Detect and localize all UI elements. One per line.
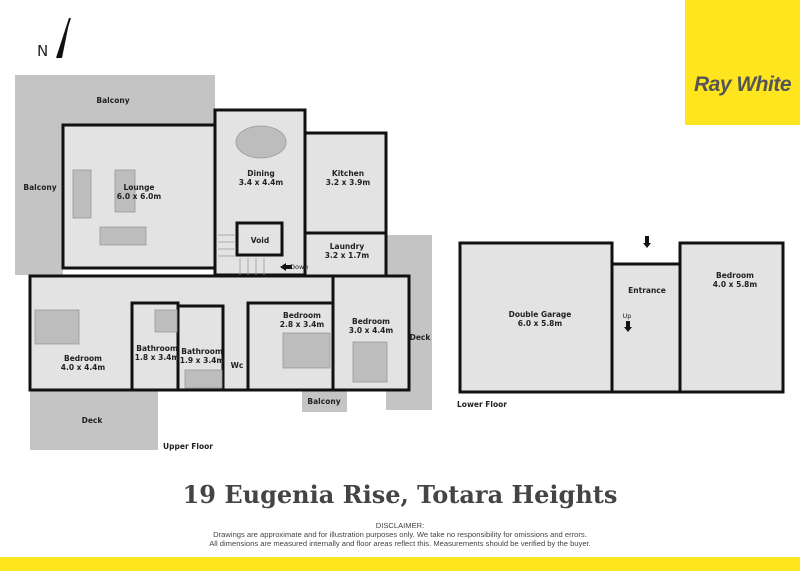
room-label-bedroom: Bedroom — [283, 311, 321, 320]
lower-floor-walls — [458, 241, 785, 394]
room-dim-bedroom: 3.0 x 4.4m — [349, 326, 394, 335]
room-dim-bedroom: 4.0 x 5.8m — [713, 280, 758, 289]
upper-floor-label: Upper Floor — [163, 442, 213, 451]
room-label-bathroom: Bathroom — [181, 347, 223, 356]
room-label-lounge: Lounge — [123, 183, 154, 192]
room-label-balcony: Balcony — [307, 397, 340, 406]
room-label-wc: Wc — [231, 361, 244, 370]
disclaimer-heading: DISCLAIMER: — [375, 521, 425, 530]
north-label: N — [37, 42, 48, 60]
room-dim-double-garage: 6.0 x 5.8m — [518, 319, 563, 328]
ray-white-logo: Ray White — [685, 0, 800, 125]
room-dim-laundry: 3.2 x 1.7m — [325, 251, 370, 260]
room-label-kitchen: Kitchen — [332, 169, 364, 178]
footer-stripe — [0, 557, 800, 571]
disclaimer-line: Drawings are approximate and for illustr… — [213, 530, 587, 539]
room-label-void: Void — [251, 236, 270, 245]
room-label-laundry: Laundry — [330, 242, 365, 251]
room-dim-bathroom: 1.8 x 3.4m — [135, 353, 180, 362]
room-dim-bedroom: 4.0 x 4.4m — [61, 363, 106, 372]
room-dim-lounge: 6.0 x 6.0m — [117, 192, 162, 201]
room-label-entrance: Entrance — [628, 286, 666, 295]
room-label-deck: Deck — [82, 416, 104, 425]
room-label-bedroom: Bedroom — [352, 317, 390, 326]
room-label-balcony: Balcony — [23, 183, 56, 192]
stairs-up-label: Up — [623, 312, 632, 320]
upper-floor-walls — [28, 108, 411, 392]
lower-floor-label: Lower Floor — [457, 400, 507, 409]
compass-icon: N — [37, 17, 71, 60]
room-dim-bedroom: 2.8 x 3.4m — [280, 320, 325, 329]
arrow-icon — [280, 236, 651, 332]
room-label-bedroom: Bedroom — [64, 354, 102, 363]
floor-plan: N — [15, 17, 785, 451]
room-dim-dining: 3.4 x 4.4m — [239, 178, 284, 187]
room-labels: Balcony Balcony Lounge 6.0 x 6.0m Dining… — [23, 96, 757, 451]
room-label-double-garage: Double Garage — [509, 310, 572, 319]
room-dim-bathroom: 1.9 x 3.4m — [180, 356, 225, 365]
property-address: 19 Eugenia Rise, Totara Heights — [182, 480, 618, 509]
disclaimer-line: All dimensions are measured internally a… — [209, 539, 591, 548]
room-label-deck: Deck — [410, 333, 432, 342]
room-label-dining: Dining — [247, 169, 274, 178]
stairs-down-label: Down — [290, 263, 308, 271]
room-dim-kitchen: 3.2 x 3.9m — [326, 178, 371, 187]
room-label-bedroom: Bedroom — [716, 271, 754, 280]
room-label-bathroom: Bathroom — [136, 344, 178, 353]
disclaimer: DISCLAIMER: Drawings are approximate and… — [0, 521, 800, 548]
room-label-balcony: Balcony — [96, 96, 129, 105]
